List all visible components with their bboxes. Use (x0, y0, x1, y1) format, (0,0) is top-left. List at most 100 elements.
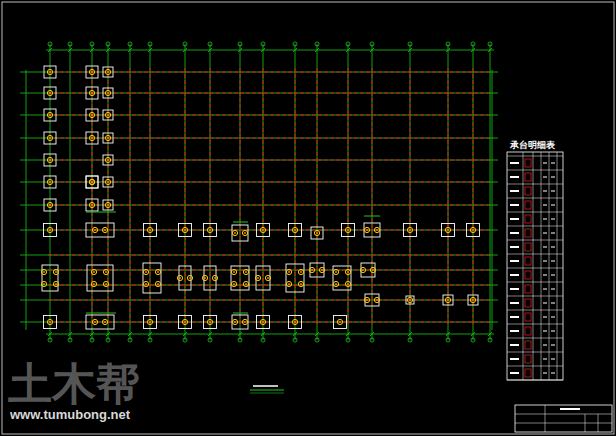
table-cell-mark (551, 345, 555, 346)
axis-bubble (370, 42, 374, 46)
axis-line (20, 160, 498, 161)
pile-symbol (232, 230, 237, 235)
pile-symbol (53, 281, 58, 286)
pile-cap (289, 224, 302, 237)
title-block (515, 405, 612, 432)
pile-center (55, 271, 57, 273)
table-rule (507, 338, 563, 339)
table-cell-mark (510, 246, 519, 248)
pile-symbol (182, 227, 187, 232)
pile-symbol (345, 281, 350, 286)
pile-center (366, 299, 368, 301)
watermark: 土木帮 (8, 360, 140, 408)
beam-line (295, 68, 296, 326)
pile-center (49, 321, 51, 323)
pile-cap (467, 224, 480, 237)
watermark-url: www.tumubong.net (10, 408, 130, 422)
pile-cap (44, 154, 56, 166)
pile-symbol (105, 135, 110, 140)
pile-symbol (232, 319, 237, 324)
pile-center (300, 283, 302, 285)
table-rule (507, 310, 563, 311)
table-cell-mark (510, 260, 519, 262)
pile-center (267, 277, 269, 279)
pile-center (91, 181, 93, 183)
axis-bubble (106, 338, 110, 342)
pile-cap (44, 109, 56, 121)
axis-bubble (68, 42, 72, 46)
beam-line (48, 93, 490, 94)
table-rule (557, 152, 558, 380)
table-cell-mark (551, 205, 555, 206)
pile-cap (232, 225, 248, 241)
axis-line (185, 44, 186, 340)
pile-symbol (255, 275, 260, 280)
pile-center (447, 229, 449, 231)
pile-cap (468, 295, 478, 305)
pile-center (49, 137, 51, 139)
table-rule (507, 254, 563, 255)
axis-line (372, 44, 373, 340)
beam-line (48, 255, 490, 256)
pile-cap (86, 199, 98, 211)
pile-center (55, 283, 57, 285)
pile-symbol (91, 269, 96, 274)
dimension-tick (106, 48, 110, 52)
axis-bubble (408, 338, 412, 342)
pile-cap (204, 224, 217, 237)
axis-bubble (208, 42, 212, 46)
pile-symbol (47, 69, 52, 74)
pile-symbol (407, 227, 412, 232)
pile-symbol (207, 227, 212, 232)
pile-center (233, 283, 235, 285)
dimension-tick (90, 48, 94, 52)
beam-line (185, 68, 186, 326)
title-block-rule (515, 414, 612, 415)
pile-center (91, 71, 93, 73)
pile-center (149, 229, 151, 231)
pile-center (347, 283, 349, 285)
beam-line (48, 72, 490, 73)
pile-center (262, 229, 264, 231)
pile-cap (103, 67, 113, 77)
table-cell-mark (543, 247, 547, 248)
pile-center (149, 321, 151, 323)
pile-symbol (105, 69, 110, 74)
pile-center (244, 232, 246, 234)
axis-bubble (68, 338, 72, 342)
axis-line (20, 182, 498, 183)
table-cell-mark (543, 289, 547, 290)
pile-symbol (314, 230, 319, 235)
pile-symbol (89, 179, 94, 184)
table-cap-sketch (525, 341, 531, 349)
pile-symbol (143, 281, 148, 286)
pile-symbol (265, 275, 270, 280)
axis-line (448, 44, 449, 340)
pile-symbol (102, 319, 107, 324)
pile-center (91, 114, 93, 116)
table-cell-mark (551, 303, 555, 304)
table-cell-mark (543, 373, 547, 374)
pile-center (447, 299, 449, 301)
pile-center (49, 114, 51, 116)
beam-line (48, 205, 490, 206)
table-cell-mark (510, 232, 519, 234)
pile-center (145, 283, 147, 285)
title-block-rule (515, 423, 612, 424)
pile-symbol (445, 227, 450, 232)
pile-cap (44, 199, 56, 211)
dimension-tick (370, 48, 374, 52)
axis-line (348, 44, 349, 340)
axis-bubble (293, 42, 297, 46)
beam-line (48, 285, 490, 286)
pile-center (107, 181, 109, 183)
axis-line (240, 44, 241, 340)
axis-bubble (488, 338, 492, 342)
pile-symbol (89, 112, 94, 117)
pile-cap (256, 266, 270, 290)
table-cell-mark (510, 358, 519, 360)
pile-center (288, 271, 290, 273)
dimension-tick (346, 332, 350, 336)
